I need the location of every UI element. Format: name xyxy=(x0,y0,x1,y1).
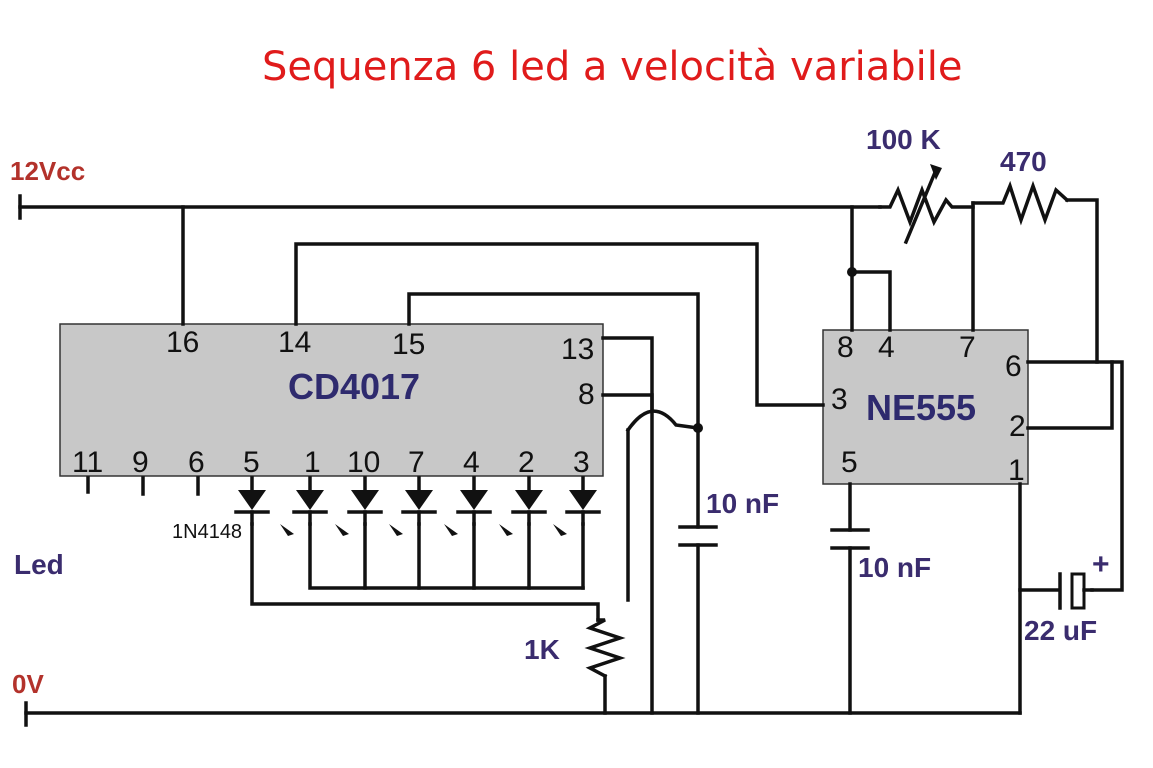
led-array xyxy=(234,476,601,536)
capacitor-10nf-timing-label: 10 nF xyxy=(706,488,779,519)
cd4017-pin-3: 3 xyxy=(573,446,590,479)
capacitor-10nf-timing xyxy=(678,525,718,547)
capacitor-10nf-control xyxy=(830,528,870,550)
ne555-pin-4: 4 xyxy=(878,331,895,364)
cd4017-name: CD4017 xyxy=(288,366,420,407)
cd4017-pin-16: 16 xyxy=(166,326,199,359)
gnd-label: 0V xyxy=(12,669,44,699)
ne555-pin-7: 7 xyxy=(959,331,976,364)
cd4017-pin-15: 15 xyxy=(392,328,425,361)
capacitor-22uf-label: 22 uF xyxy=(1024,615,1097,646)
cd4017-pin-5: 5 xyxy=(243,446,260,479)
ne555-pin-6: 6 xyxy=(1005,350,1022,383)
cd4017-pin-4: 4 xyxy=(463,446,480,479)
diagram-title: Sequenza 6 led a velocità variabile xyxy=(262,44,963,90)
vcc-label: 12Vcc xyxy=(10,156,85,186)
cd4017-pin-10: 10 xyxy=(347,446,380,479)
resistor-470-label: 470 xyxy=(1000,146,1047,177)
cd4017-chip xyxy=(59,323,604,477)
wiring xyxy=(181,198,1124,715)
led-1 xyxy=(280,476,328,536)
pot-label: 100 K xyxy=(866,124,941,155)
ne555-pin-3: 3 xyxy=(831,383,848,416)
cd4017-pin-6: 6 xyxy=(188,446,205,479)
capacitor-10nf-control-label: 10 nF xyxy=(858,552,931,583)
cd4017-pin-8: 8 xyxy=(578,378,595,411)
junction-dot xyxy=(847,267,857,277)
ne555-pin-5: 5 xyxy=(841,446,858,479)
diode-1n4148 xyxy=(234,476,270,526)
cd4017-pin-7: 7 xyxy=(408,446,425,479)
ne555-pin-2: 2 xyxy=(1009,410,1026,443)
gnd-rail xyxy=(24,701,1022,727)
capacitor-22uf-polarity: + xyxy=(1092,548,1110,581)
led-4 xyxy=(444,476,492,536)
cd4017-pin-2: 2 xyxy=(518,446,535,479)
led-2 xyxy=(335,476,383,536)
ne555-name: NE555 xyxy=(866,387,976,428)
resistor-470 xyxy=(971,180,1070,226)
led-6 xyxy=(553,476,601,536)
vcc-rail xyxy=(18,194,882,220)
resistor-1k xyxy=(584,618,626,679)
potentiometer-100k xyxy=(878,164,975,245)
cd4017-pin-13: 13 xyxy=(561,333,594,366)
ne555-pin-1: 1 xyxy=(1008,454,1025,487)
led-label: Led xyxy=(14,549,64,580)
ne555-chip xyxy=(822,329,1029,485)
ne555-pin-8: 8 xyxy=(837,331,854,364)
diode-label: 1N4148 xyxy=(172,521,242,543)
capacitor-22uf xyxy=(1058,572,1094,610)
led-5 xyxy=(499,476,547,536)
resistor-1k-label: 1K xyxy=(524,634,560,665)
cd4017-pin-14: 14 xyxy=(278,326,311,359)
led-3 xyxy=(389,476,437,536)
junction-dot xyxy=(693,423,703,433)
cd4017-pin-1: 1 xyxy=(304,446,321,479)
cd4017-pin-9: 9 xyxy=(132,446,149,479)
cd4017-pin-11: 11 xyxy=(72,446,103,479)
